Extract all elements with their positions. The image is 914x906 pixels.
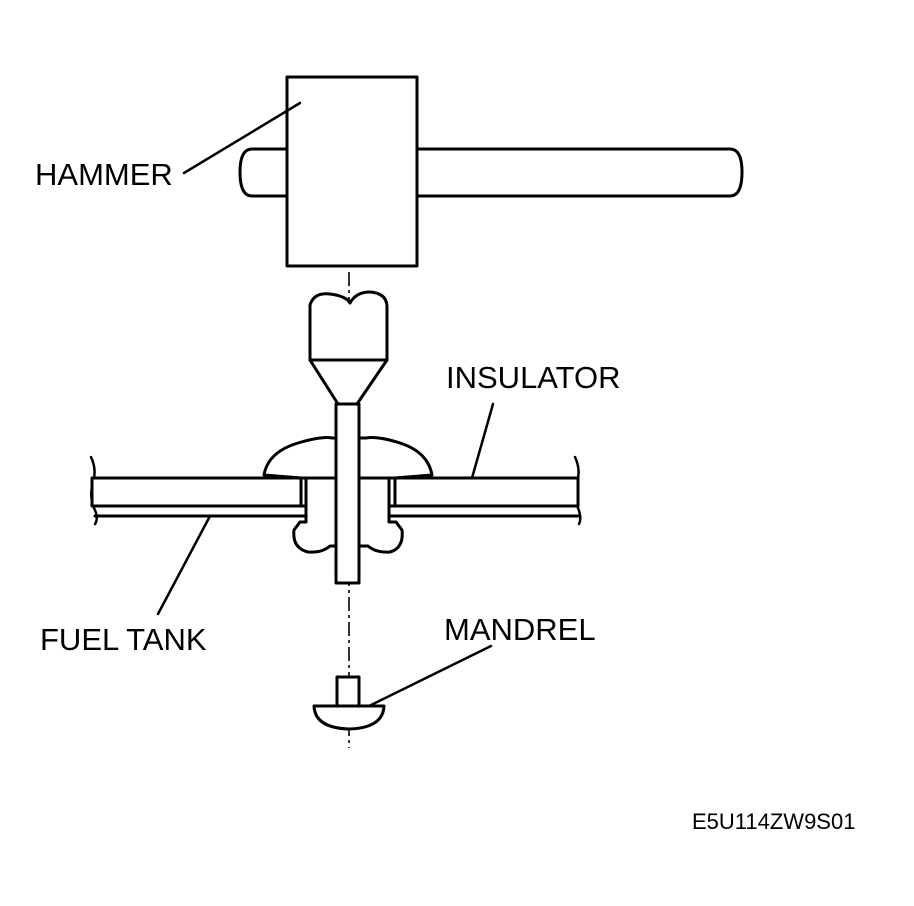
riveter-tool bbox=[308, 290, 389, 585]
hammer-handle-left bbox=[238, 147, 289, 198]
hammer bbox=[238, 75, 744, 268]
fuel-tank-left bbox=[89, 455, 308, 526]
hammer-handle-right bbox=[415, 147, 744, 198]
fuel-tank-leader bbox=[156, 514, 212, 616]
hammer-leader bbox=[182, 101, 302, 175]
mandrel-label: MANDREL bbox=[444, 612, 596, 647]
tool-cone bbox=[308, 358, 389, 406]
insulator-label: INSULATOR bbox=[446, 360, 621, 395]
mandrel-cap bbox=[312, 704, 386, 731]
mandrel-head bbox=[312, 675, 386, 731]
mandrel-stem bbox=[335, 675, 361, 708]
insulator-leader bbox=[470, 402, 495, 480]
mandrel-rod bbox=[334, 402, 361, 585]
fuel-tank-label: FUEL TANK bbox=[40, 622, 207, 657]
mandrel-leader bbox=[367, 644, 493, 708]
insulator-left bbox=[90, 476, 303, 508]
hammer-label: HAMMER bbox=[35, 157, 173, 192]
hammer-head bbox=[285, 75, 419, 268]
tool-bar bbox=[308, 290, 389, 362]
insulator-right bbox=[393, 476, 580, 508]
figure-code: E5U114ZW9S01 bbox=[692, 809, 855, 834]
